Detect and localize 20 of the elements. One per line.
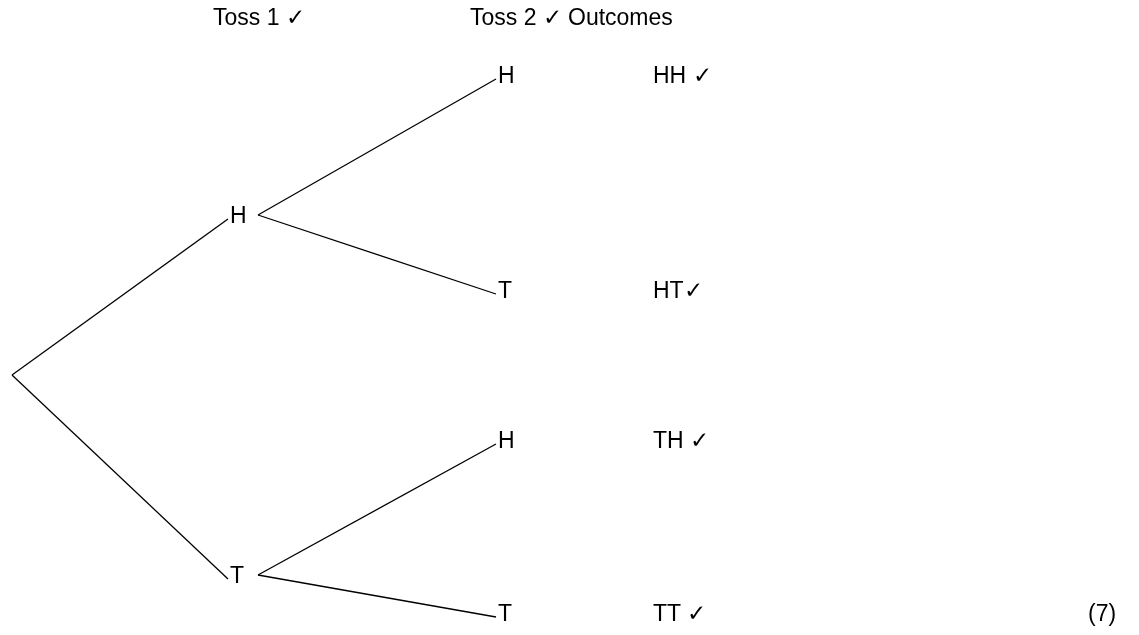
tree-branch-line (257, 574, 497, 618)
branch-outcome: T (230, 560, 256, 590)
branch-outcome: H (230, 200, 256, 230)
branch-outcome: H (498, 425, 522, 455)
outcome-text: HT✓ (653, 276, 703, 305)
branch-outcome: H (498, 60, 522, 90)
branch-outcome: T (498, 275, 522, 305)
outcome-text: HH ✓ (653, 61, 712, 90)
tree-branch-line (11, 218, 229, 376)
tree-branch-line (257, 443, 497, 576)
tree-branch-line (11, 374, 229, 580)
branch-outcome: T (498, 598, 522, 628)
outcome-text: TH ✓ (653, 426, 710, 455)
column-heading: Outcomes (568, 3, 673, 32)
mark-count: (7) (1088, 599, 1117, 628)
column-heading: Toss 2 ✓ (470, 3, 562, 32)
tree-branch-line (257, 78, 497, 216)
column-heading: Toss 1 ✓ (213, 3, 305, 32)
outcome-text: TT ✓ (653, 599, 707, 628)
tree-branch-line (257, 214, 497, 295)
